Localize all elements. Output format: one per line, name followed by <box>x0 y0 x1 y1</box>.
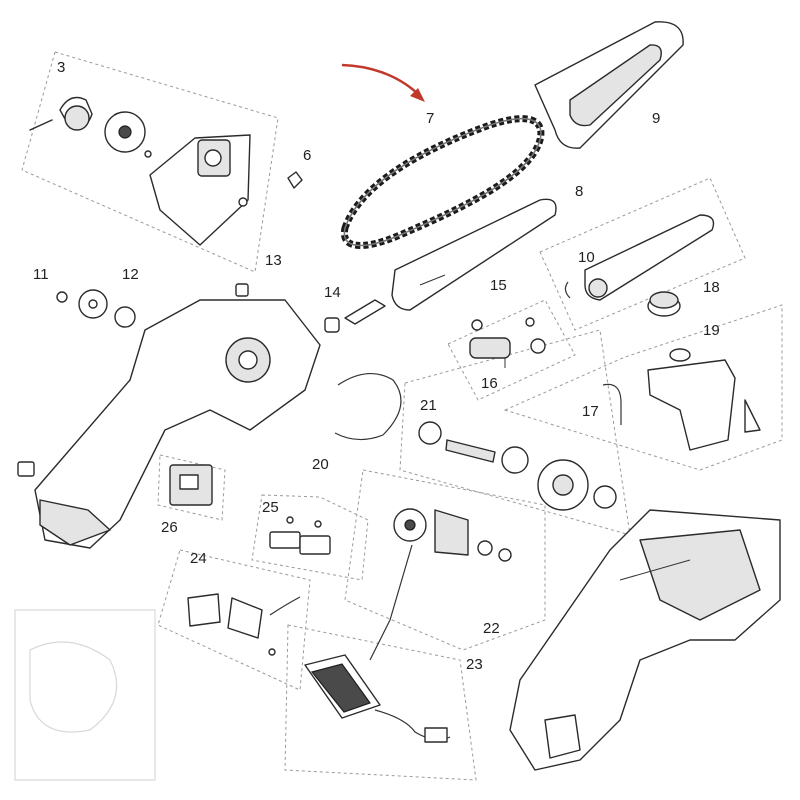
part-16-oil-pump <box>469 317 546 368</box>
part-25-brackets <box>269 516 331 555</box>
callout-6: 6 <box>303 147 311 164</box>
part-19-oil-tank <box>647 348 761 451</box>
main-housing-left <box>17 299 321 549</box>
group-box-24 <box>157 549 311 691</box>
callout-3: 3 <box>57 59 65 76</box>
part-24-pcb <box>187 593 301 656</box>
part-8-guide-bar <box>391 198 557 311</box>
callout-12: 12 <box>122 266 139 283</box>
callout-17: 17 <box>582 403 599 420</box>
callout-16: 16 <box>481 375 498 392</box>
part-18-oil-cap <box>647 291 681 317</box>
highlight-arrow-head <box>410 88 425 102</box>
part-7-saw-chain <box>340 115 545 249</box>
part-10-tensioner <box>564 214 715 301</box>
callout-11: 11 <box>33 266 49 283</box>
callout-26: 26 <box>161 519 178 536</box>
part-14-pin <box>324 299 386 333</box>
part-6-nut <box>287 171 303 189</box>
callout-24: 24 <box>190 550 207 567</box>
part-13-screw <box>235 283 249 297</box>
callout-7: 7 <box>426 110 434 127</box>
housing-half-right <box>509 509 781 771</box>
callout-18: 18 <box>703 279 720 296</box>
callout-20: 20 <box>312 456 329 473</box>
part-12-washers <box>78 289 136 328</box>
callout-14: 14 <box>324 284 341 301</box>
background-sketch <box>14 609 156 781</box>
group-box-25 <box>251 494 369 581</box>
group-box-10 <box>539 177 746 331</box>
callout-23: 23 <box>466 656 483 673</box>
group-box-16 <box>447 299 576 401</box>
part-22-motor <box>369 508 512 661</box>
callout-8: 8 <box>575 183 583 200</box>
group-box-23 <box>284 624 477 781</box>
callout-10: 10 <box>578 249 595 266</box>
highlight-arrow <box>341 63 421 97</box>
part-20-seal-cord <box>334 373 402 441</box>
part-26-switch-block <box>169 464 213 506</box>
callout-19: 19 <box>703 322 720 339</box>
callout-13: 13 <box>265 252 282 269</box>
part-3-sprocket-cover <box>29 96 251 246</box>
part-15-ring <box>471 319 483 331</box>
callout-25: 25 <box>262 499 279 516</box>
group-box-17-19 <box>503 304 783 471</box>
callout-9: 9 <box>652 110 660 127</box>
part-23-switch <box>304 654 451 743</box>
part-21-gearbox <box>418 421 617 511</box>
callout-22: 22 <box>483 620 500 637</box>
callout-21: 21 <box>420 397 437 414</box>
part-17-oil-hose <box>602 383 622 425</box>
callout-15: 15 <box>490 277 507 294</box>
group-box-22 <box>344 469 546 651</box>
part-11-clip <box>56 291 68 303</box>
part-9-bar-scabbard <box>534 21 684 149</box>
